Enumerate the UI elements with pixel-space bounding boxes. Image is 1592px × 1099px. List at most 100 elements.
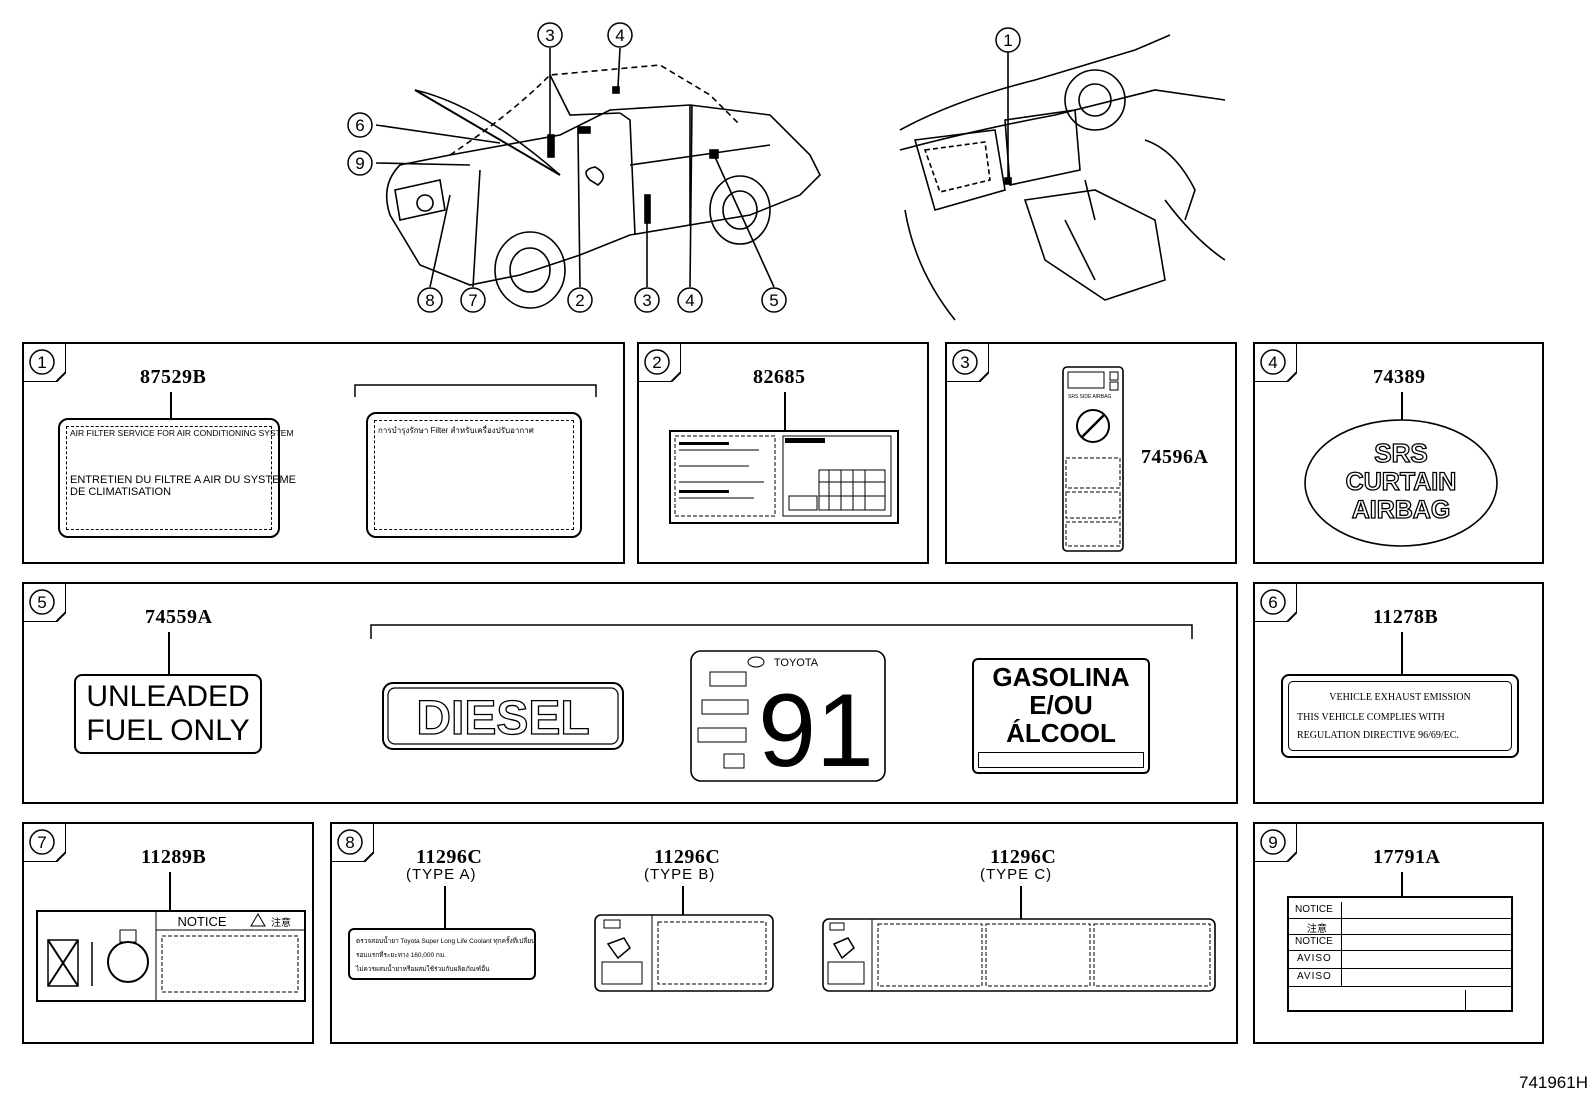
notice-row: NOTICE — [1289, 902, 1511, 919]
emission-line-2: THIS VEHICLE COMPLIES WITH — [1297, 712, 1445, 723]
panel-5-number-tab: 5 — [22, 582, 66, 622]
callout-5-label: 5 — [769, 291, 778, 310]
panel-7: 7 11289B NOTICE 注意 — [22, 822, 314, 1044]
type-c-label: (TYPE C) — [980, 866, 1053, 883]
callout-4-top: 4 — [607, 22, 633, 48]
emission-line-3: REGULATION DIRECTIVE 96/69/EC. — [1297, 730, 1459, 741]
type-a-label: (TYPE A) — [406, 866, 477, 883]
octane-number: 91 — [758, 673, 874, 782]
notice-title: NOTICE — [177, 914, 226, 929]
airbag-text: AIRBAG — [1352, 496, 1451, 524]
callout-4-bottom: 4 — [677, 287, 703, 313]
notice-row: NOTICE — [1289, 934, 1511, 951]
callout-6-label: 6 — [355, 116, 364, 135]
panel-3-number: 3 — [960, 353, 969, 372]
callout-1-interior-label: 1 — [1003, 31, 1012, 50]
notice-row: AVISO — [1289, 968, 1511, 987]
panel-7-number: 7 — [37, 833, 46, 852]
panel-5: 5 74559A UNLEADED FUEL ONLY DIESEL TOYOT… — [22, 582, 1238, 804]
callout-7-label: 7 — [468, 291, 477, 310]
panel-1-number-tab: 1 — [22, 342, 66, 382]
callout-3-bottom: 3 — [634, 287, 660, 313]
panel-8-number-tab: 8 — [330, 822, 374, 862]
callout-5: 5 — [761, 287, 787, 313]
panel-6-number-tab: 6 — [1253, 582, 1297, 622]
alcool-text: ÁLCOOL — [1006, 718, 1116, 748]
callout-2-label: 2 — [575, 291, 584, 310]
label-coolant-notice: NOTICE 注意 — [36, 910, 306, 1002]
toyota-text: TOYOTA — [774, 657, 819, 669]
part-code-17791A: 17791A — [1373, 846, 1441, 868]
notice-row-label: AVISO — [1297, 953, 1332, 964]
label-diesel: DIESEL — [382, 682, 624, 750]
part-code-11278B: 11278B — [1373, 606, 1439, 628]
type-b-label: (TYPE B) — [644, 866, 716, 883]
panel-7-number-tab: 7 — [22, 822, 66, 862]
callout-2: 2 — [567, 287, 593, 313]
coolant-thai-line-1: ตรวจสอบน้ำยา Toyota Super Long Life Cool… — [356, 938, 536, 945]
unleaded-text-1: UNLEADED — [86, 680, 250, 713]
label-coolant-thai-type-a: ตรวจสอบน้ำยา Toyota Super Long Life Cool… — [348, 928, 536, 980]
variant-bracket-1 — [354, 384, 597, 397]
label-74596A-figure — [1062, 366, 1124, 552]
label-air-filter-thai: การบำรุงรักษา Filter สำหรับเครื่องปรับอา… — [366, 412, 582, 538]
label-octane-91: TOYOTA 91 — [690, 650, 886, 782]
label-unleaded-fuel-only: UNLEADED FUEL ONLY — [74, 674, 262, 754]
panel-1: 1 87529B AIR FILTER SERVICE FOR AIR COND… — [22, 342, 625, 564]
panel-8-number: 8 — [345, 833, 354, 852]
notice-row: 注意 — [1289, 918, 1511, 935]
label-srs-curtain-airbag-oval: SRS CURTAIN AIRBAG — [1304, 419, 1498, 547]
srs-side-airbag-small-text: SRS SIDE AIRBAG — [1068, 394, 1112, 400]
gasolina-text: GASOLINA — [992, 662, 1130, 692]
coolant-thai-line-2: รอบแรกที่ระยะทาง 160,000 กม. — [356, 952, 446, 959]
panel-1-number: 1 — [37, 353, 46, 372]
curtain-text: CURTAIN — [1346, 468, 1457, 496]
part-code-82685: 82685 — [753, 366, 806, 388]
air-filter-text-thai: การบำรุงรักษา Filter สำหรับเครื่องปรับอา… — [378, 426, 534, 435]
vehicle-interior-illustration: 1 — [899, 27, 1226, 321]
air-filter-text-fr-2: DE CLIMATISATION — [70, 486, 172, 498]
callout-3-top-label: 3 — [545, 26, 554, 45]
callout-8: 8 — [417, 287, 443, 313]
panel-3: 3 SRS SIDE AIRBAG 74596A — [945, 342, 1237, 564]
notice-row-label: AVISO — [1297, 971, 1332, 982]
notice-row-label: NOTICE — [1295, 904, 1333, 915]
variant-bracket-5 — [370, 624, 1193, 639]
panel-4-number: 4 — [1268, 353, 1277, 372]
notice-row-label: NOTICE — [1295, 936, 1333, 947]
callout-9: 9 — [347, 150, 373, 176]
panel-2-number: 2 — [652, 353, 661, 372]
callout-6: 6 — [347, 112, 373, 138]
part-code-11296C-type-b: 11296C — [654, 846, 721, 868]
panel-2: 2 82685 — [637, 342, 929, 564]
notice-row-label: 注意 — [1307, 924, 1327, 935]
panel-6-number: 6 — [1268, 593, 1277, 612]
part-code-74389: 74389 — [1373, 366, 1426, 388]
callout-4-bottom-label: 4 — [685, 291, 694, 310]
label-coolant-type-c — [822, 918, 1216, 992]
callout-4-top-label: 4 — [615, 26, 624, 45]
label-vehicle-exhaust-emission: VEHICLE EXHAUST EMISSION THIS VEHICLE CO… — [1281, 674, 1519, 758]
part-code-11296C-type-a: 11296C — [416, 846, 483, 868]
notice-row: AVISO — [1289, 950, 1511, 969]
label-coolant-type-b — [594, 914, 774, 992]
label-82685-figure — [669, 430, 899, 524]
panel-3-number-tab: 3 — [945, 342, 989, 382]
e-ou-text: E/OU — [1029, 690, 1093, 720]
air-filter-text-en: AIR FILTER SERVICE FOR AIR CONDITIONING … — [70, 428, 294, 438]
callout-8-label: 8 — [425, 291, 434, 310]
panel-8: 8 11296C (TYPE A) ตรวจสอบน้ำยา Toyota Su… — [330, 822, 1238, 1044]
panel-2-number-tab: 2 — [637, 342, 681, 382]
panel-6: 6 11278B VEHICLE EXHAUST EMISSION THIS V… — [1253, 582, 1544, 804]
srs-text: SRS — [1374, 438, 1427, 468]
callout-9-label: 9 — [355, 154, 364, 173]
panel-9-number-tab: 9 — [1253, 822, 1297, 862]
label-multilingual-notice: NOTICE 注意 NOTICE AVISO AVISO — [1287, 896, 1513, 1012]
panel-4: 4 74389 SRS CURTAIN AIRBAG — [1253, 342, 1544, 564]
vehicle-exterior-illustration: 3 4 6 9 8 7 2 3 4 5 — [347, 22, 821, 313]
coolant-thai-line-3: ไม่ควรผสมน้ำยาหรือผสมใช้ร่วมกับผลิตภัณฑ์… — [356, 966, 490, 973]
label-air-filter-en-fr: AIR FILTER SERVICE FOR AIR CONDITIONING … — [58, 418, 296, 538]
part-code-11289B: 11289B — [141, 846, 207, 868]
callout-1-interior: 1 — [995, 27, 1021, 53]
part-code-74559A: 74559A — [145, 606, 213, 628]
